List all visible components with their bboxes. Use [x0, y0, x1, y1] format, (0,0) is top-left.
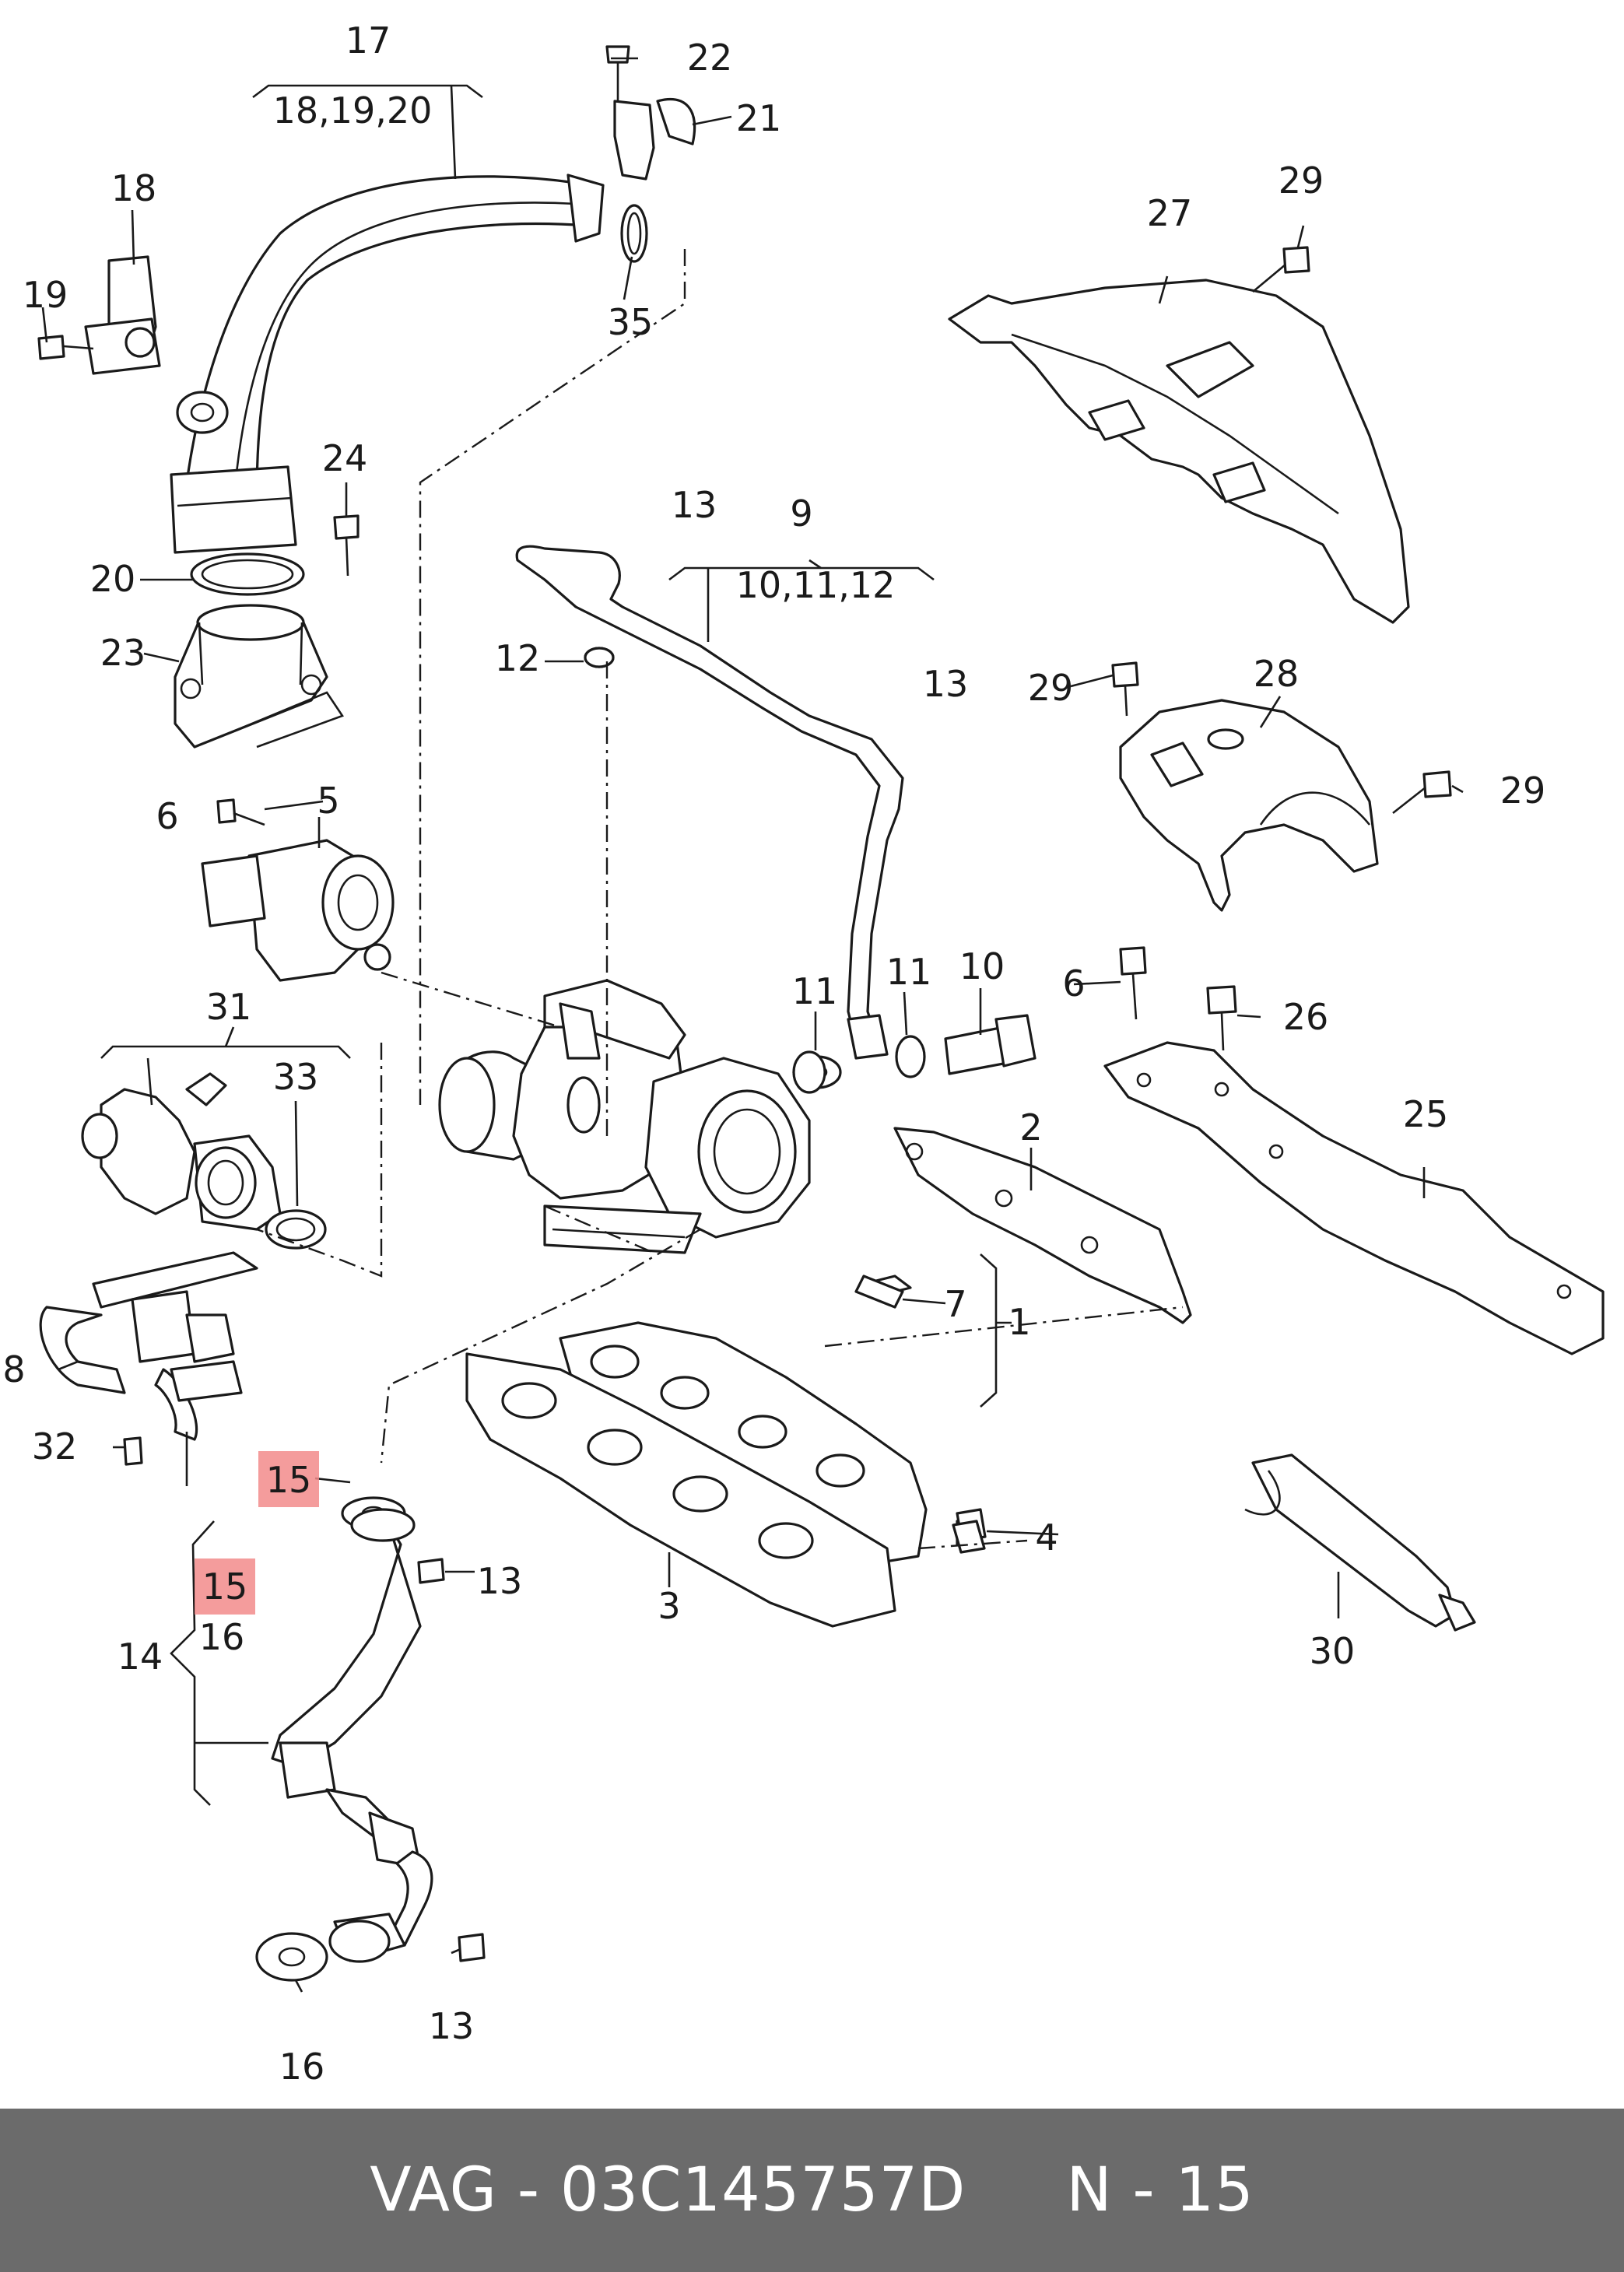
callout-31: 31: [206, 986, 252, 1028]
callout-17: 17: [345, 19, 391, 61]
actuator-part: [81, 1072, 327, 1250]
callout-2: 2: [1019, 1106, 1042, 1148]
callout-8: 8: [2, 1348, 25, 1390]
callout-27: 27: [1147, 192, 1193, 234]
footer-page-number: N - 15: [1066, 2155, 1254, 2225]
footer-bar: VAG - 03C145757D N - 15: [0, 2109, 1624, 2272]
callout-6-top: 6: [156, 795, 178, 837]
callout-26: 26: [1283, 996, 1329, 1038]
callout-15-highlighted-top: 15: [266, 1459, 312, 1501]
exploded-parts-diagram: 17 18,19,20 18 19 20 23 24 22 21 35 27 2…: [2, 19, 1605, 2088]
highlight-box-15-left: [195, 1558, 255, 1615]
callout-29-left: 29: [1028, 667, 1074, 709]
assembly-lines: [256, 249, 1184, 1550]
callout-9: 9: [790, 493, 812, 535]
callout-28: 28: [1254, 653, 1300, 695]
bolts-29: [1111, 246, 1452, 815]
callout-22: 22: [687, 37, 733, 79]
leader-lines: [41, 57, 1464, 1993]
callout-23: 23: [100, 632, 146, 674]
callout-10: 10: [959, 945, 1005, 987]
solenoid-valve-part: [39, 1251, 258, 1466]
callout-5: 5: [317, 780, 339, 822]
callout-3: 3: [658, 1585, 680, 1627]
callout-25: 25: [1403, 1093, 1449, 1135]
callout-29-right: 29: [1500, 770, 1546, 812]
footer-text: VAG - 03C145757D N - 15: [370, 2155, 1254, 2225]
callout-11-right: 11: [886, 951, 932, 993]
turbocharger-part: [438, 979, 811, 1254]
callout-14: 14: [118, 1636, 163, 1678]
callout-7: 7: [944, 1283, 966, 1325]
callout-29-top: 29: [1279, 160, 1324, 202]
gasket-strip-part: [893, 1127, 1192, 1324]
callout-13-a: 13: [672, 484, 717, 526]
oring-and-flange-part: [174, 552, 344, 749]
callout-19: 19: [23, 274, 68, 316]
wastegate-valve-part: [201, 798, 395, 982]
callout-32: 32: [32, 1425, 78, 1467]
callout-17-sub: 18,19,20: [273, 89, 433, 131]
callout-labels: 17 18,19,20 18 19 20 23 24 22 21 35 27 2…: [2, 19, 1545, 2088]
oil-supply-line-part: [515, 545, 1036, 1094]
sealant-tube-part: [1244, 1453, 1476, 1632]
callout-9-sub: 10,11,12: [736, 564, 896, 606]
callout-16-upper: 16: [199, 1616, 245, 1658]
callout-13-c: 13: [477, 1560, 523, 1602]
callout-15-highlighted-left: 15: [202, 1566, 248, 1608]
heat-shield-lower-part: [1119, 699, 1379, 912]
heat-shield-upper-part: [948, 279, 1410, 624]
callout-6-right: 6: [1062, 962, 1085, 1005]
pressure-pipe-part: [170, 174, 605, 554]
callout-33: 33: [273, 1056, 319, 1098]
exhaust-manifold-part: [465, 1274, 978, 1628]
callout-1: 1: [1008, 1301, 1030, 1343]
callout-4: 4: [1035, 1516, 1058, 1558]
callout-13-d: 13: [429, 2005, 475, 2047]
bracket-part: [1103, 946, 1605, 1355]
callout-20: 20: [90, 558, 136, 600]
oil-return-line-part: [255, 1496, 486, 1982]
callout-12: 12: [495, 637, 541, 679]
callout-30: 30: [1310, 1630, 1356, 1672]
callout-21: 21: [736, 97, 782, 139]
sensor-part: [37, 255, 161, 375]
highlight-box-15-top: [258, 1451, 319, 1507]
callout-16-lower: 16: [279, 2046, 325, 2088]
callout-11-left: 11: [792, 970, 838, 1012]
callout-18: 18: [111, 167, 157, 209]
callout-24: 24: [322, 437, 368, 479]
callout-13-b: 13: [923, 663, 969, 705]
footer-part-number: VAG - 03C145757D: [370, 2155, 966, 2225]
callout-35: 35: [608, 301, 654, 343]
